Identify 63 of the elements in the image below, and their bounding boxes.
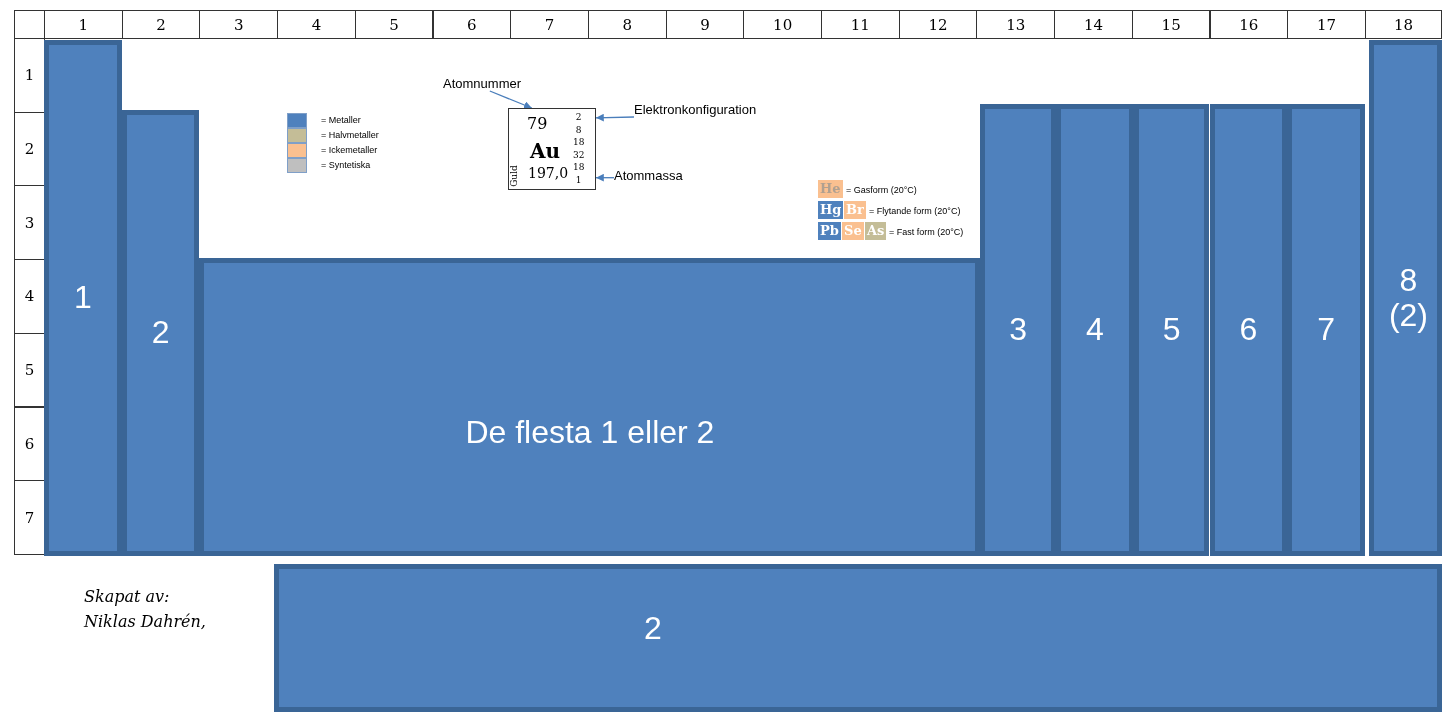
column-number: 16 [1209, 10, 1289, 39]
valence-number: 7 [1317, 312, 1335, 348]
element-card [508, 108, 596, 190]
leader-arrow [489, 90, 533, 109]
legend-label: = Metaller [321, 115, 361, 125]
column-number: 4 [277, 10, 356, 39]
column-number: 1 [44, 10, 123, 39]
valence-number: 6 [1239, 312, 1258, 348]
element-name: Guld [508, 165, 519, 187]
valence-number: 3 [1009, 312, 1028, 348]
element-tile: Se [842, 222, 864, 240]
valence-number: De flesta 1 eller 2 [465, 415, 715, 451]
state-label: = Gasform (20°C) [846, 185, 917, 195]
group-bar [274, 564, 1442, 712]
electron-configuration: 2 8 18 32 18 1 [573, 111, 585, 186]
valence-number: 2 [644, 611, 662, 647]
annotation-label: Atommassa [614, 168, 683, 183]
column-number: 13 [976, 10, 1056, 39]
column-number: 9 [665, 10, 745, 39]
element-tile: Hg [818, 201, 844, 219]
group-bar [1209, 104, 1288, 556]
leader-arrow [595, 173, 615, 182]
atomic-mass: 197,0 [528, 165, 569, 181]
group-bar [44, 40, 122, 556]
legend-label: = Halvmetaller [321, 130, 379, 140]
credit-text: Skapat av: Niklas Dahrén, [84, 586, 207, 633]
column-number: 6 [432, 10, 512, 39]
column-number: 5 [354, 10, 434, 39]
group-bar [1368, 40, 1442, 556]
element-tile: Pb [818, 222, 841, 240]
state-label: = Flytande form (20°C) [869, 206, 961, 216]
valence-number: 2 [151, 315, 170, 351]
group-bar [1287, 104, 1365, 556]
column-number: 2 [121, 10, 201, 39]
state-label: = Fast form (20°C) [889, 227, 964, 237]
column-number: 7 [510, 10, 589, 39]
group-bar [1133, 104, 1210, 556]
leader-arrow [595, 113, 635, 122]
column-number: 15 [1131, 10, 1211, 39]
row-number: 7 [14, 480, 45, 555]
column-number: 11 [821, 10, 900, 39]
valence-number: 4 [1086, 312, 1104, 348]
atomic-number: 79 [527, 114, 548, 133]
column-number: 18 [1364, 10, 1442, 39]
element-tile: He [818, 180, 843, 198]
element-tile: Br [844, 201, 866, 219]
annotation-label: Atomnummer [443, 76, 522, 91]
column-number: 14 [1054, 10, 1133, 39]
valence-number: 8 (2) [1388, 262, 1428, 334]
legend-label: = Syntetiska [321, 160, 371, 170]
valence-number: 1 [73, 280, 92, 316]
element-tile: As [865, 222, 887, 240]
column-number: 3 [199, 10, 279, 39]
row-number: 1 [14, 38, 45, 113]
legend-label: = Ickemetaller [321, 145, 378, 155]
annotation-label: Elektronkonfiguration [634, 102, 757, 117]
column-number: 8 [587, 10, 667, 39]
valence-number: 5 [1162, 312, 1181, 348]
column-number: 10 [743, 10, 822, 39]
row-number: 5 [14, 332, 45, 408]
element-symbol: Au [530, 139, 561, 163]
column-number: 12 [898, 10, 978, 39]
column-number: 17 [1287, 10, 1366, 39]
